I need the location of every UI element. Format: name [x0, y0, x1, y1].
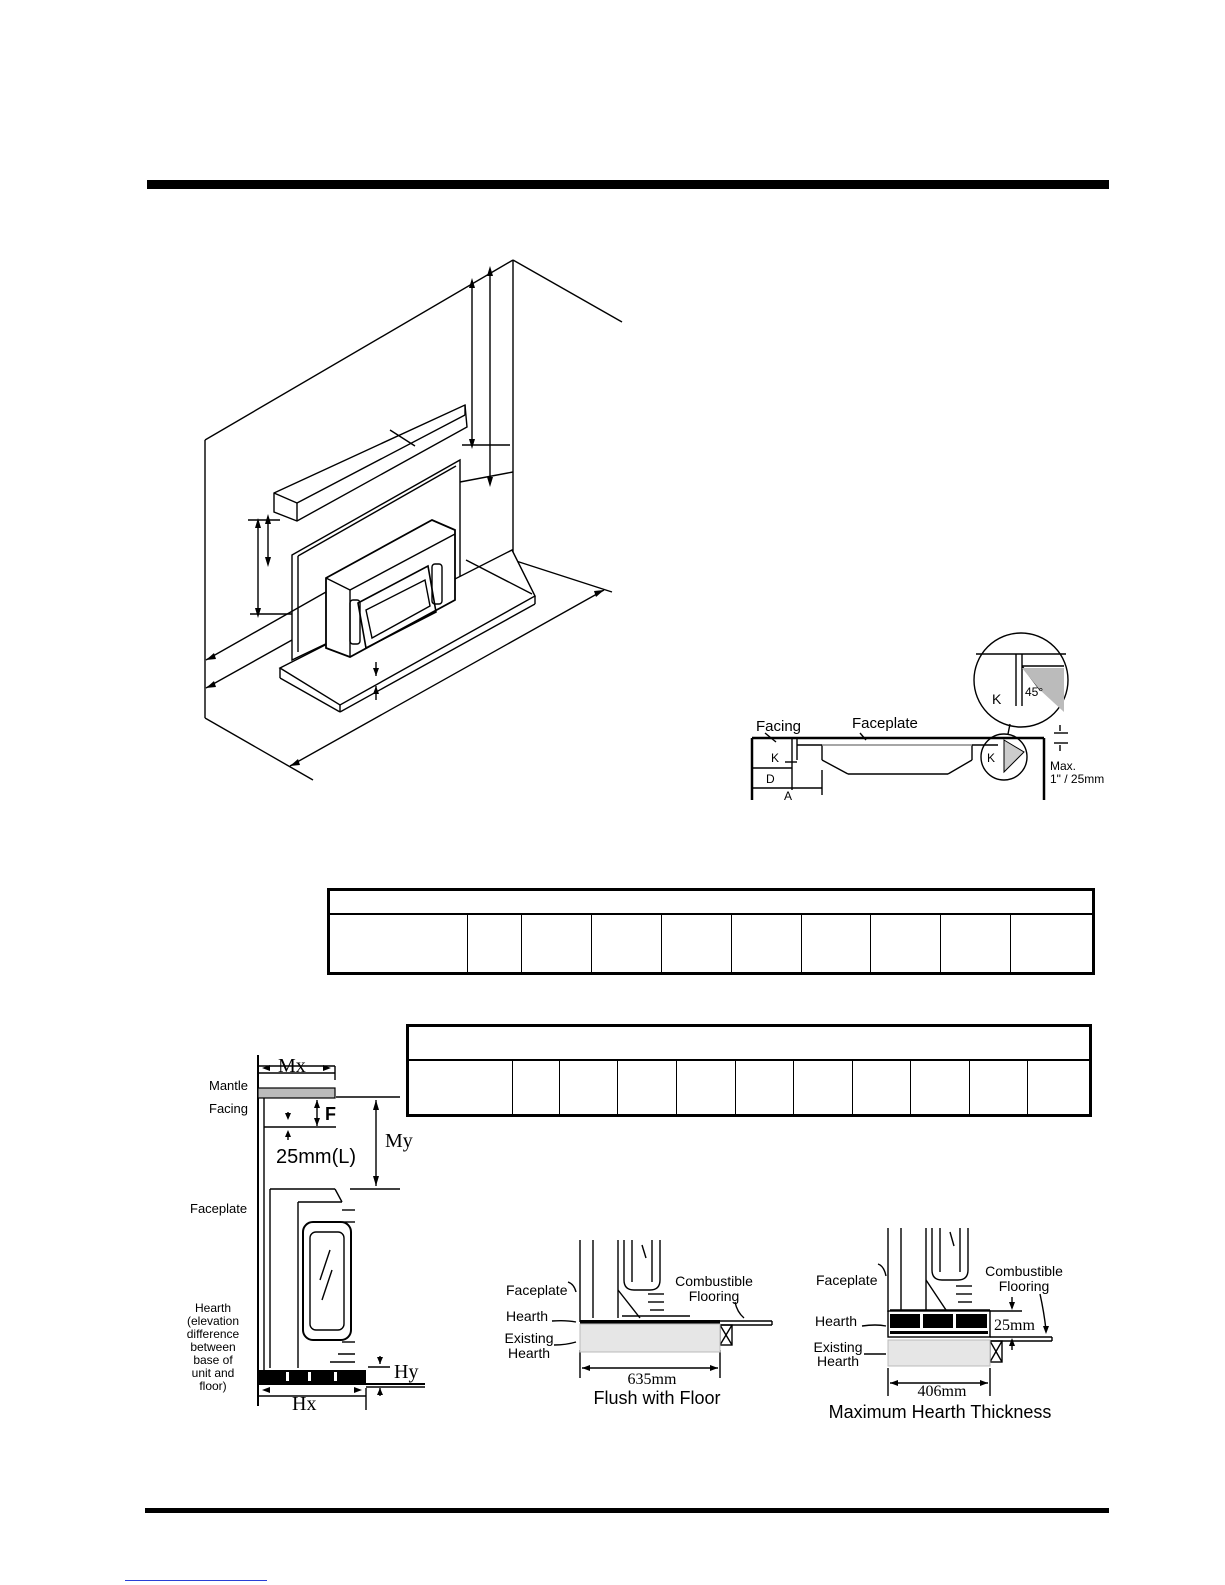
facing-label-side: Facing	[209, 1101, 248, 1116]
existing-hearth-label-flush: Hearth	[508, 1345, 550, 1361]
mantle-table	[406, 1024, 1092, 1117]
clearance-table	[327, 888, 1095, 975]
hearth-note-line: base of	[193, 1353, 233, 1367]
hearth-note-line: Hearth	[195, 1301, 231, 1315]
faceplate-label-flush: Faceplate	[506, 1282, 568, 1298]
faceplate-label-side: Faceplate	[190, 1201, 247, 1216]
table-header	[330, 891, 1092, 915]
k-label-right: K	[987, 751, 995, 765]
hearth-note-line: unit and	[192, 1366, 235, 1380]
hearth-note-line: (elevation	[187, 1314, 239, 1328]
f-label: F	[325, 1104, 336, 1124]
mx-label: Mx	[278, 1055, 306, 1077]
max-label: Max.	[1050, 759, 1076, 773]
hearth-label-flush: Hearth	[506, 1308, 548, 1324]
combustible-label-max: Combustible	[985, 1263, 1063, 1279]
faceplate-label-max: Faceplate	[816, 1272, 878, 1288]
hx-label: Hx	[292, 1393, 316, 1415]
thickness-label: 25mm	[994, 1317, 1035, 1334]
a-label: A	[784, 789, 792, 803]
hearth-note-line: difference	[187, 1327, 240, 1341]
k-label-zoom: K	[992, 691, 1002, 707]
d-label: D	[766, 772, 775, 786]
hearth-label-max: Hearth	[815, 1313, 857, 1329]
flooring-label-max: Flooring	[999, 1278, 1050, 1294]
hearth-note-line: between	[190, 1340, 235, 1354]
hy-label: Hy	[394, 1361, 418, 1383]
max-caption: Maximum Hearth Thickness	[829, 1402, 1052, 1422]
flooring-label-flush: Flooring	[689, 1288, 740, 1304]
table-header	[409, 1027, 1089, 1061]
footer-link-underline[interactable]	[125, 1580, 267, 1581]
top-rule	[147, 180, 1109, 189]
flush-caption: Flush with Floor	[593, 1388, 720, 1408]
hearth-note-line: floor)	[199, 1379, 226, 1393]
faceplate-label: Faceplate	[852, 715, 918, 732]
existing-label-max: Existing	[813, 1339, 862, 1355]
existing-label-flush: Existing	[504, 1330, 553, 1346]
k-label: K	[771, 751, 779, 765]
width-label-flush: 635mm	[628, 1371, 677, 1388]
existing-hearth-label-max: Hearth	[817, 1353, 859, 1369]
max-value-label: 1" / 25mm	[1050, 772, 1104, 786]
combustible-label-flush: Combustible	[675, 1273, 753, 1289]
facing-label: Facing	[756, 718, 801, 735]
my-label: My	[385, 1130, 413, 1152]
angle-label: 45°	[1025, 685, 1043, 699]
bottom-rule	[145, 1508, 1109, 1513]
l-value-label: 25mm(L)	[276, 1146, 356, 1168]
mantle-label: Mantle	[209, 1078, 248, 1093]
width-label-max: 406mm	[918, 1383, 967, 1400]
